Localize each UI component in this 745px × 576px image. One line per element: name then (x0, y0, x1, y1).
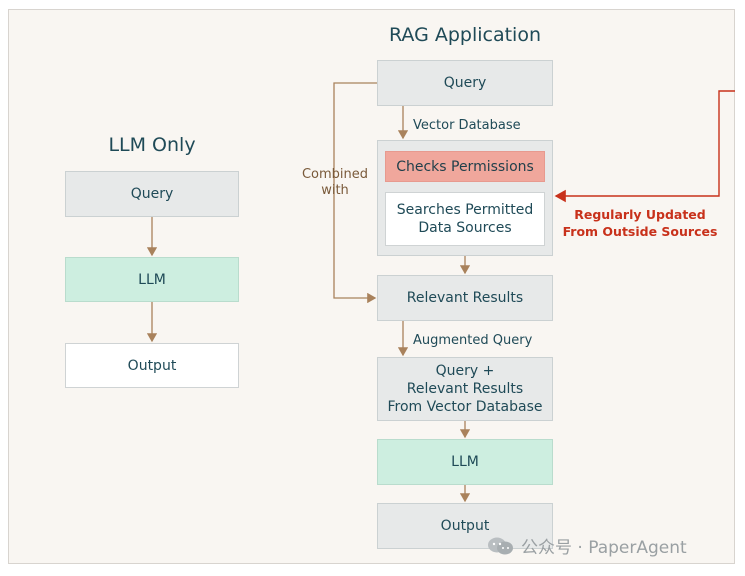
searches-line-2: Data Sources (418, 220, 512, 236)
aug-line-1: Query + (435, 363, 495, 379)
augmented-query-box: Query + Relevant Results From Vector Dat… (377, 357, 553, 421)
arrow-outside-sources (554, 90, 735, 203)
combined-line-2: with (321, 183, 349, 198)
outside-sources-label: Regularly Updated From Outside Sources (560, 206, 720, 240)
left-output-box: Output (65, 343, 239, 388)
left-llm-box: LLM (65, 257, 239, 302)
aug-line-2: Relevant Results (406, 381, 524, 397)
vector-database-label: Vector Database (413, 118, 521, 133)
updated-line-1: Regularly Updated (574, 207, 706, 222)
aug-line-3: From Vector Database (387, 399, 543, 415)
watermark: 公众号 · PaperAgent (487, 533, 687, 558)
relevant-results-box: Relevant Results (377, 275, 553, 321)
rag-output-box: Output (377, 503, 553, 549)
updated-line-2: From Outside Sources (562, 224, 718, 239)
llm-only-title: LLM Only (108, 134, 196, 156)
searches-permitted-box: Searches Permitted Data Sources (385, 192, 545, 246)
wechat-icon (488, 537, 513, 554)
combined-with-label: Combined with (296, 167, 374, 199)
augmented-query-label: Augmented Query (413, 333, 533, 348)
rag-application-title: RAG Application (388, 24, 542, 46)
watermark-text: 公众号 · PaperAgent (521, 538, 687, 558)
searches-line-1: Searches Permitted (396, 202, 534, 218)
arrow-combined-with (333, 82, 377, 304)
combined-line-1: Combined (301, 167, 369, 182)
rag-llm-box: LLM (377, 439, 553, 485)
rag-query-box: Query (377, 60, 553, 106)
checks-permissions-box: Checks Permissions (385, 151, 545, 182)
left-query-box: Query (65, 171, 239, 217)
